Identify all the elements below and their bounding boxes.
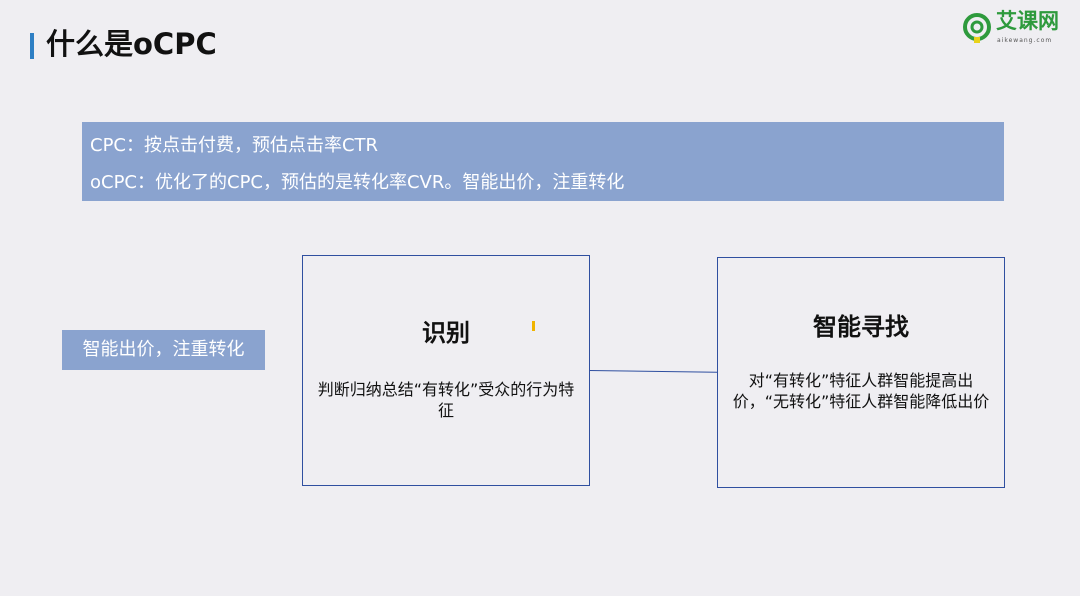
- page-title: 什么是oCPC: [46, 27, 217, 61]
- ocpc-definition: oCPC：优化了的CPC，预估的是转化率CVR。智能出价，注重转化: [90, 172, 625, 193]
- smart-search-box: 智能寻找 对“有转化”特征人群智能提高出价，“无转化”特征人群智能降低出价: [717, 257, 1005, 488]
- identify-box: 识别 判断归纳总结“有转化”受众的行为特征: [302, 255, 590, 486]
- box-title: 识别: [422, 319, 470, 347]
- box-text: 判断归纳总结“有转化”受众的行为特征: [317, 380, 575, 420]
- text-cursor: [532, 321, 535, 331]
- logo-name: 艾课网: [996, 9, 1059, 33]
- logo-domain: aikewang.com: [997, 37, 1053, 44]
- side-label: 智能出价，注重转化: [62, 330, 265, 370]
- connector-line: [588, 370, 717, 373]
- logo-icon: [963, 13, 991, 43]
- title-accent-bar: [30, 33, 34, 59]
- cpc-definition: CPC：按点击付费，预估点击率CTR: [90, 135, 379, 156]
- box-text: 对“有转化”特征人群智能提高出价，“无转化”特征人群智能降低出价: [732, 371, 990, 411]
- definition-banner: CPC：按点击付费，预估点击率CTR oCPC：优化了的CPC，预估的是转化率C…: [82, 122, 1004, 201]
- box-title: 智能寻找: [813, 313, 909, 341]
